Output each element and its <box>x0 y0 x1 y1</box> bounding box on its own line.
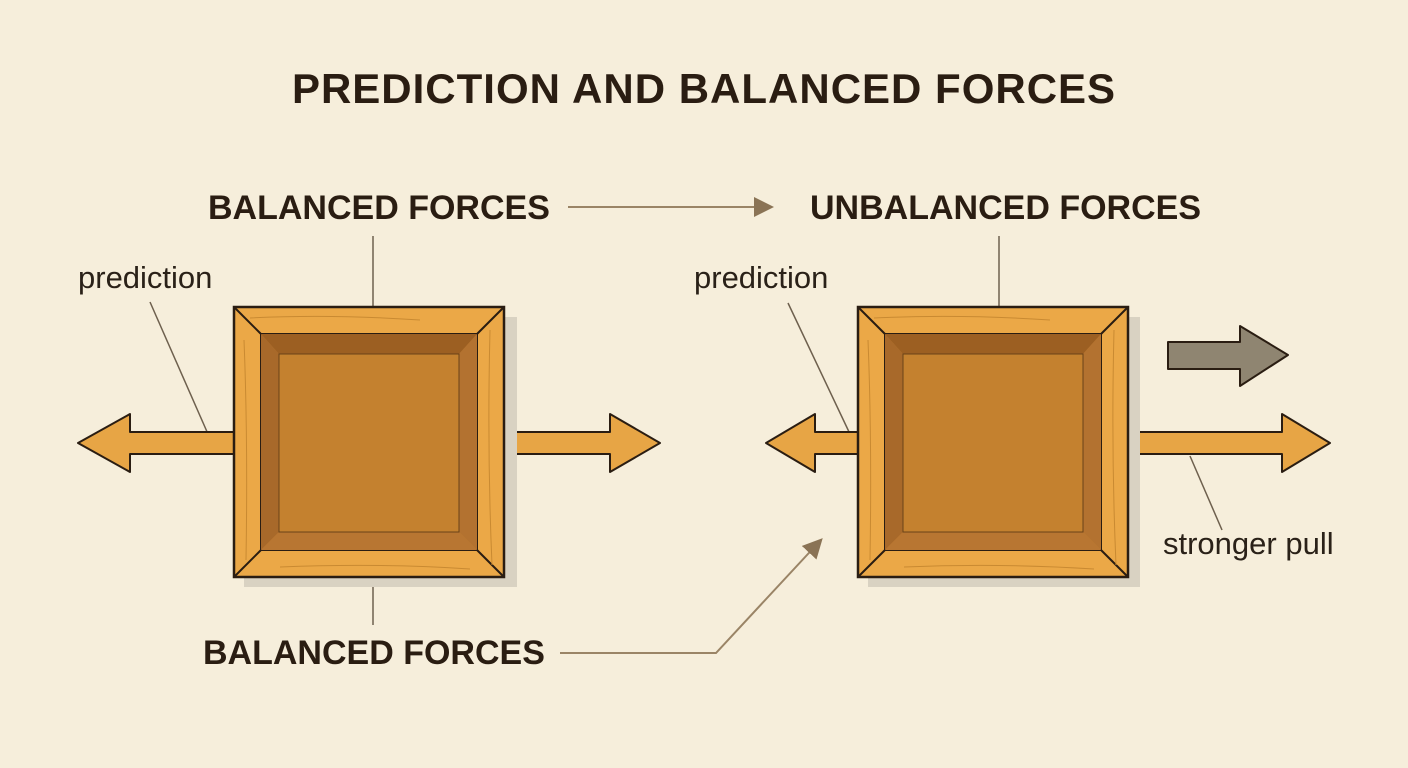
left-panel-graphics <box>77 236 661 625</box>
right-heading: UNBALANCED FORCES <box>810 189 1201 227</box>
stronger-pull-label: stronger pull <box>1163 526 1334 561</box>
stronger-pull-leader <box>1189 455 1223 531</box>
page-title: PREDICTION AND BALANCED FORCES <box>291 65 1117 112</box>
right-force-arrow-left <box>765 413 861 473</box>
left-bottom-label: BALANCED FORCES <box>203 634 545 672</box>
left-crate <box>232 305 506 579</box>
left-prediction-label: prediction <box>78 260 213 295</box>
left-force-arrow-left <box>77 413 237 473</box>
connector-arrow-bottom <box>560 538 823 654</box>
left-heading: BALANCED FORCES <box>208 189 550 227</box>
right-prediction-leader <box>787 302 851 435</box>
left-force-arrow-right <box>501 413 661 473</box>
right-force-arrow-right <box>1127 413 1331 473</box>
right-prediction-label: prediction <box>694 260 829 295</box>
motion-arrow <box>1167 325 1289 387</box>
right-panel-graphics <box>765 236 1331 587</box>
left-prediction-leader <box>149 301 209 435</box>
right-crate <box>856 305 1130 579</box>
